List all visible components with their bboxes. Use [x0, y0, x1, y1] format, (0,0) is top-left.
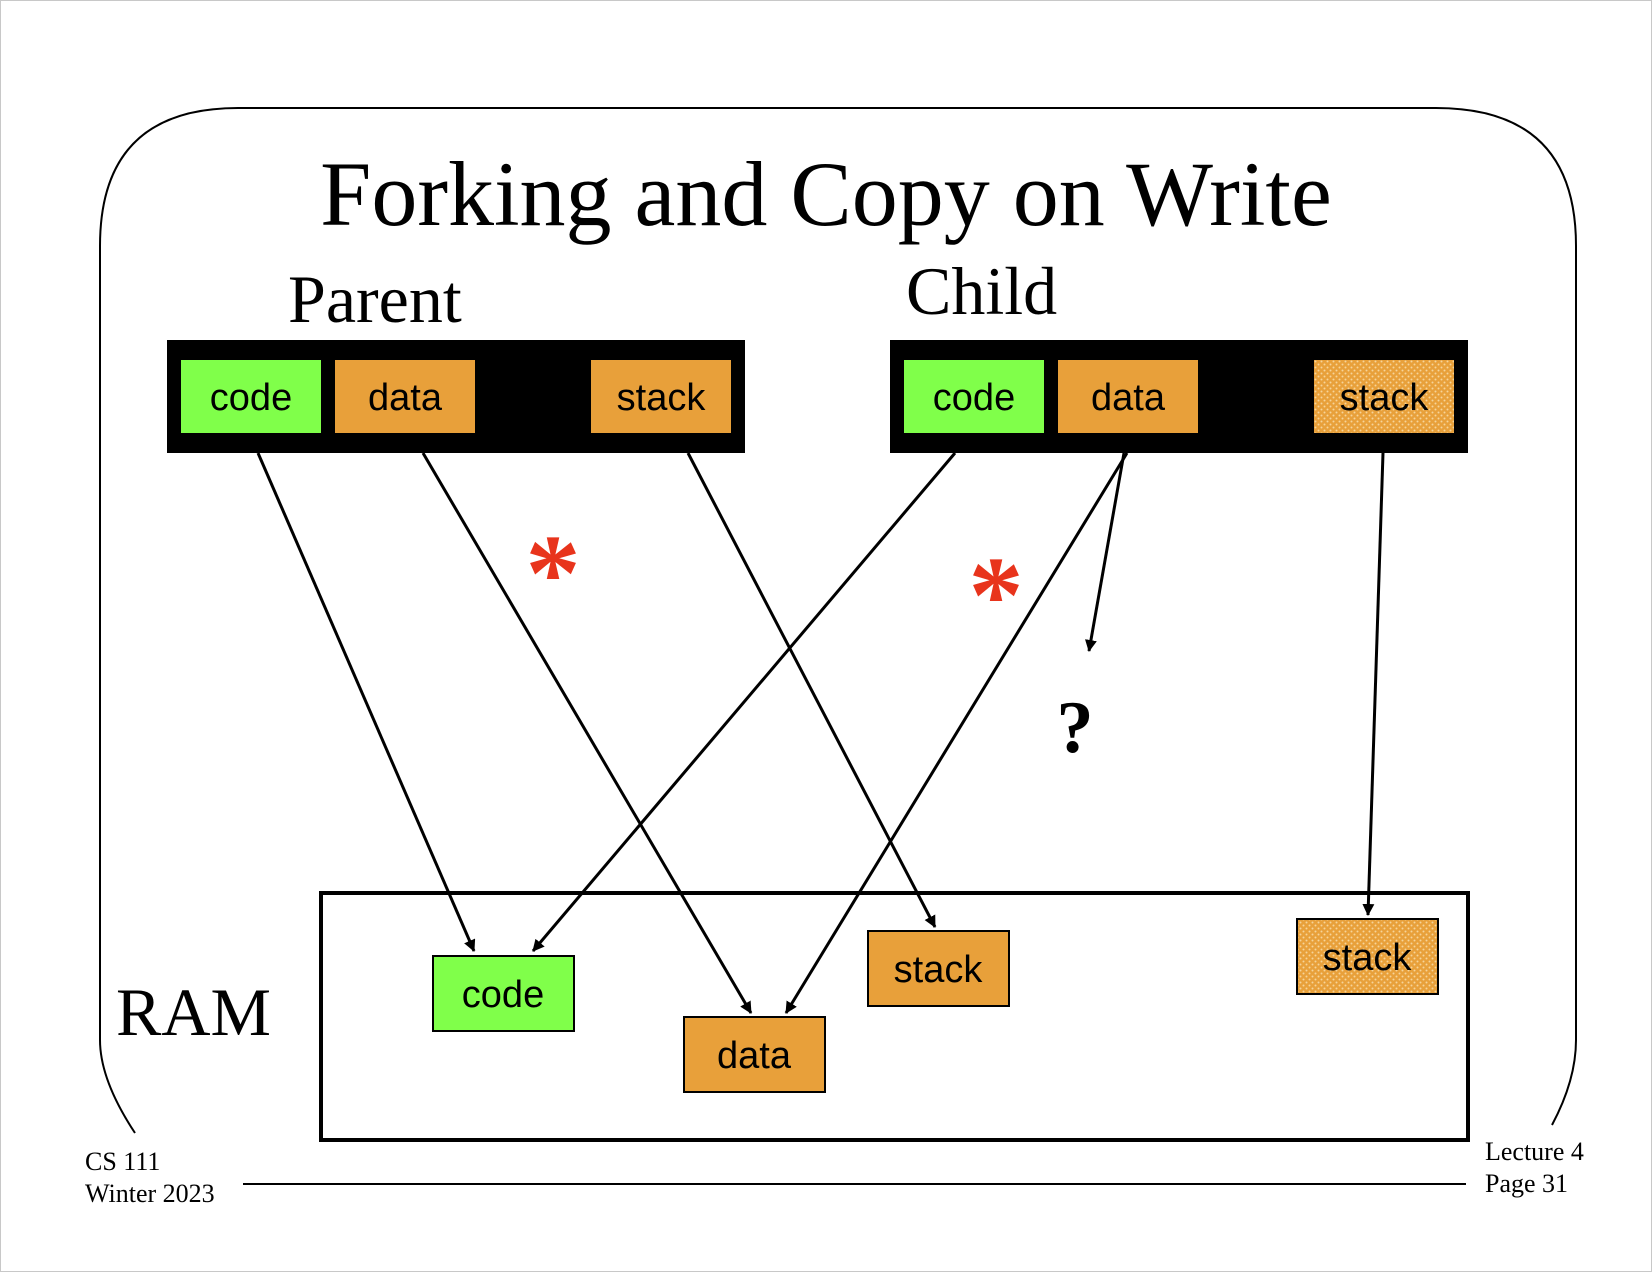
child-label: Child [906, 253, 1057, 329]
svg-text:stack: stack [1340, 377, 1430, 419]
slide-title: Forking and Copy on Write [320, 143, 1332, 245]
arrow-child-stack-to-ram-stack [1362, 452, 1385, 916]
slide-frame [99, 107, 1577, 1134]
arrow-child-data-to-unknown [1085, 452, 1126, 652]
arrow-child-code-to-ram-code [531, 452, 957, 952]
asterisk-mark-2: * [969, 534, 1024, 656]
svg-text:stack: stack [617, 377, 707, 419]
svg-text:stack: stack [1323, 937, 1413, 979]
svg-text:data: data [1091, 377, 1166, 419]
arrow-parent-data-to-ram-data [421, 452, 753, 1014]
question-mark: ? [1057, 687, 1094, 769]
ram-region [319, 891, 1470, 1142]
arrow-parent-stack-to-ram-stack [686, 452, 937, 928]
parent-data-segment: data [335, 360, 475, 433]
svg-text:code: code [210, 377, 292, 419]
asterisk-mark-1: * [526, 512, 581, 634]
parent-code-segment: code [181, 360, 321, 433]
ram-code-block: code [432, 955, 575, 1032]
arrow-parent-code-to-ram-code [256, 452, 476, 952]
child-address-space: code data stack [890, 340, 1468, 453]
svg-text:code: code [462, 974, 544, 1016]
footer-page: Page 31 [1485, 1169, 1568, 1198]
svg-text:code: code [933, 377, 1015, 419]
child-stack-segment: stack [1314, 360, 1454, 433]
parent-stack-segment: stack [591, 360, 731, 433]
svg-text:data: data [717, 1035, 792, 1077]
ram-data-block: data [683, 1016, 826, 1093]
ram-child-stack-block: stack [1296, 918, 1439, 995]
child-code-segment: code [904, 360, 1044, 433]
footer-lecture: Lecture 4 [1485, 1137, 1584, 1166]
arrow-child-data-to-ram-data [784, 452, 1129, 1014]
child-data-segment: data [1058, 360, 1198, 433]
ram-parent-stack-block: stack [867, 930, 1010, 1007]
footer-term: Winter 2023 [85, 1179, 215, 1208]
svg-text:stack: stack [894, 949, 984, 991]
ram-label: RAM [116, 974, 271, 1050]
parent-address-space: code data stack [167, 340, 745, 453]
footer-course: CS 111 [85, 1147, 160, 1176]
svg-text:data: data [368, 377, 443, 419]
parent-label: Parent [288, 261, 462, 337]
